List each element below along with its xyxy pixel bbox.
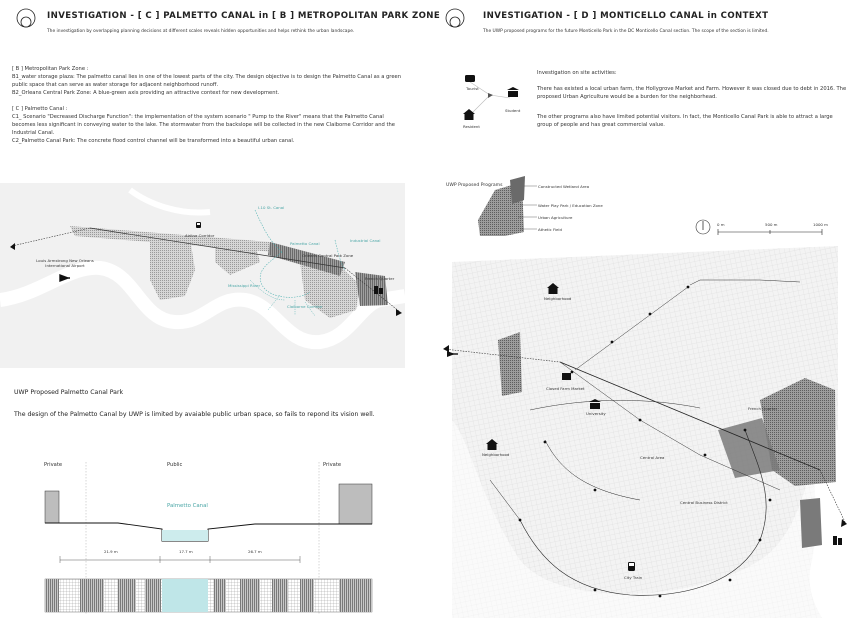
- map-label-park-zone: Orleans Central Park Zone: [302, 253, 354, 258]
- scale-0: 0 m: [717, 222, 725, 227]
- site-p2-1: The other programs also have limited pot…: [537, 114, 833, 120]
- farm-market-icon: [562, 373, 571, 380]
- place-central-area: Central Area: [640, 455, 665, 460]
- university-icon: [507, 87, 519, 97]
- b1-text-1: B1_water storage plaza: The palmetto can…: [12, 74, 401, 80]
- scale-500: 500 m: [765, 222, 778, 227]
- public-label: Public: [167, 462, 183, 468]
- map-label-industrial: Industrial Canal: [350, 238, 381, 243]
- neighborhood-home-icon: [486, 439, 498, 450]
- place-closed-farm: Closed Farm Market: [546, 386, 585, 391]
- c1-text-1: C1_ Scenario "Decreased Discharge Functi…: [12, 114, 384, 120]
- airplane-icon: [447, 351, 458, 357]
- scale-1000: 1000 m: [813, 222, 828, 227]
- map-label-airport-1: Louis Armstrong New Orleans Internationa…: [36, 258, 94, 268]
- home-icon: [463, 109, 475, 120]
- site-p1-2: proposed Urban Agriculture would be a bu…: [537, 94, 717, 100]
- place-cbd: Central Business District: [680, 500, 728, 505]
- map-label-claiborne: Claiborne Corridor: [287, 304, 323, 309]
- private-left-label: Private: [44, 462, 63, 468]
- map-label-hwy: I-10 St. Canal: [258, 205, 285, 210]
- left-title: INVESTIGATION - [ C ] PALMETTO CANAL in …: [47, 11, 441, 21]
- site-p2-2: group of people and has great commercial…: [537, 122, 665, 128]
- place-french-quarter: French Quarter: [748, 406, 778, 411]
- section-title: UWP Proposed Palmetto Canal Park: [14, 389, 124, 396]
- place-city-train: City Train: [624, 575, 643, 580]
- place-neighborhood-2: Neighborhood: [482, 452, 510, 457]
- b1-text-2: public space that can serve as water sto…: [12, 82, 219, 88]
- train-icon: [196, 222, 201, 228]
- site-heading: Investigation on site activities:: [537, 70, 617, 76]
- canal-section-drawing: [44, 462, 373, 615]
- b-heading: [ B ] Metropolitan Park Zone :: [12, 66, 89, 72]
- user-types-diagram: [463, 75, 519, 120]
- site-p1-1: There has existed a local urban farm, th…: [537, 86, 847, 92]
- right-title: INVESTIGATION - [ D ] MONTICELLO CANAL i…: [483, 11, 769, 21]
- map-label-mississippi: Mississippi River: [228, 283, 261, 288]
- left-subtitle: The investigation by overlapping plannin…: [47, 29, 355, 34]
- c-heading: [ C ] Palmetto Canal :: [12, 106, 68, 112]
- c1-text-2: becomes less significant in conveying wa…: [12, 122, 395, 128]
- map-label-french-quarter: French Quarter: [365, 276, 395, 281]
- building-icon: [833, 536, 842, 545]
- building-icon: [374, 286, 383, 294]
- program-item-2: Water Play Park / Education Zone: [538, 203, 603, 208]
- city-train-icon: [628, 562, 635, 571]
- dim-label-1: 21.9 m: [104, 549, 118, 554]
- place-neighborhood-1: Neighborhood: [544, 296, 572, 301]
- left-header-circle-icon: [16, 8, 36, 28]
- resident-label: Resident: [463, 124, 480, 129]
- place-university: University: [586, 411, 606, 416]
- section-text: The design of the Palmetto Canal by UWP …: [14, 411, 375, 418]
- c2-text: C2_Palmetto Canal Park: The concrete flo…: [12, 138, 295, 144]
- program-item-3: Urban Agriculture: [538, 215, 573, 220]
- dim-label-2: 17.7 m: [179, 549, 193, 554]
- program-item-4: Athetic Field: [538, 227, 562, 232]
- neighborhood-home-icon: [547, 283, 559, 294]
- map-label-airline: Airline Corridor: [185, 233, 215, 238]
- tourist-icon: [465, 75, 475, 82]
- airplane-icon: [59, 273, 70, 283]
- north-compass-icon: [695, 219, 711, 235]
- map-label-palmetto: Palmetto Canal: [290, 241, 320, 246]
- left-context-map: [0, 183, 407, 368]
- student-label: Student: [505, 108, 521, 113]
- right-subtitle: The UWP proposed programs for the future…: [483, 29, 769, 34]
- tourist-label: Tourist: [466, 86, 479, 91]
- private-right-label: Private: [323, 462, 342, 468]
- program-item-1: Constructed Wetland Area: [538, 184, 590, 189]
- right-header-circle-icon: [445, 8, 465, 28]
- dim-label-3: 26.7 m: [248, 549, 262, 554]
- university-icon: [589, 399, 601, 409]
- c1-text-3: Industrial Canal.: [12, 130, 55, 136]
- canal-label: Palmetto Canal: [167, 503, 208, 509]
- b2-text: B2_Orleans Central Park Zone: A blue-gre…: [12, 90, 280, 96]
- programs-title: UWP Proposed Programs: [446, 183, 503, 188]
